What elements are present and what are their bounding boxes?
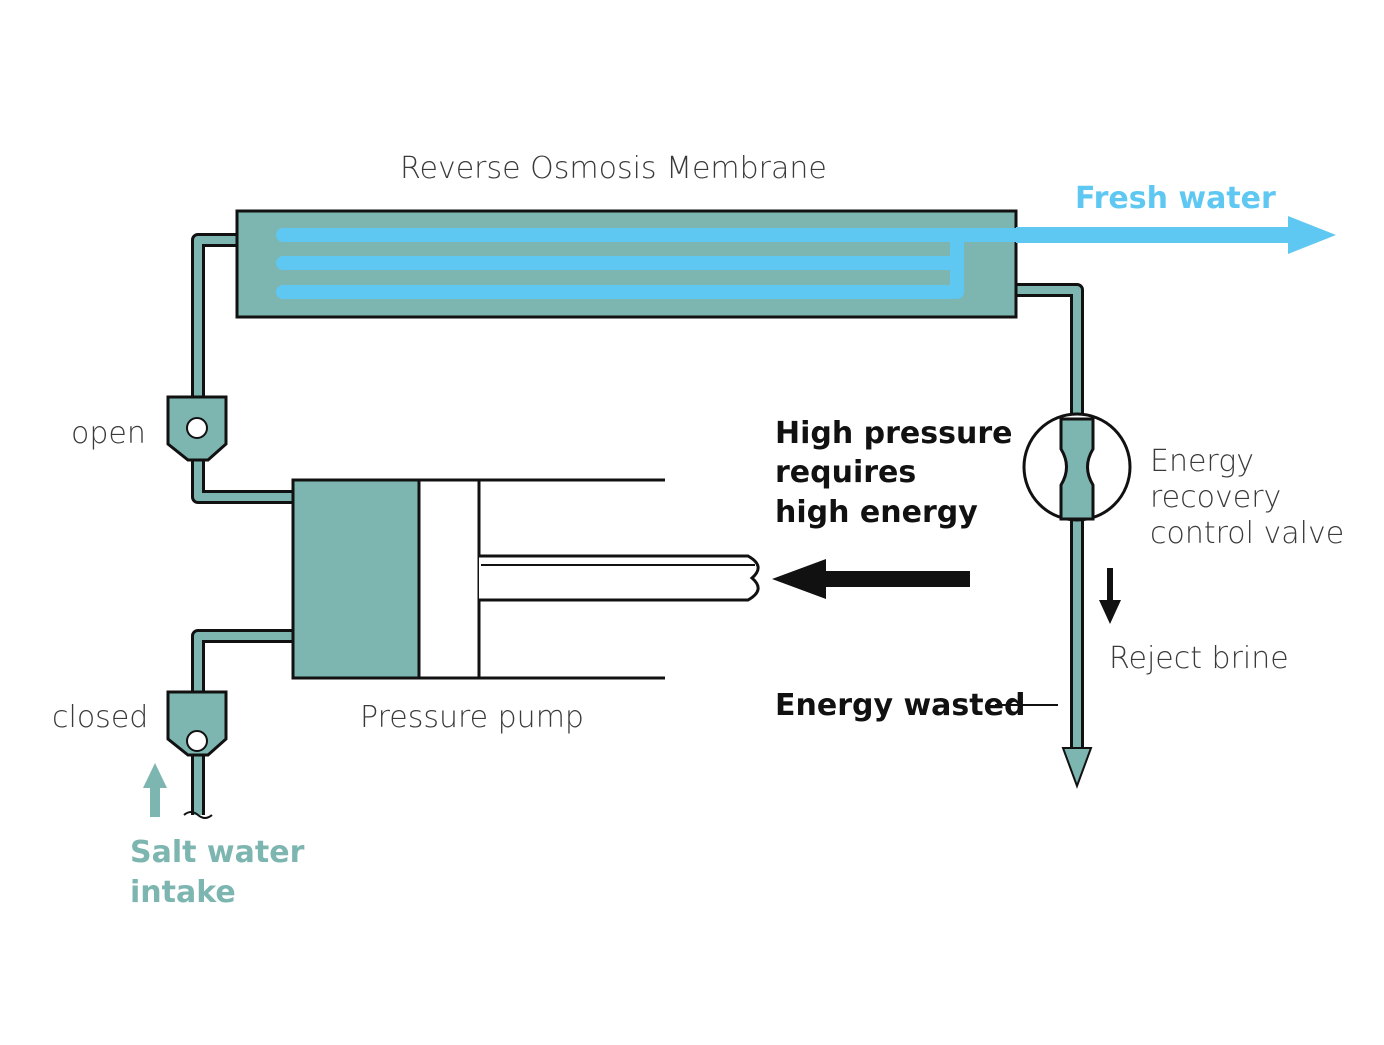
pressure-pump: [291, 478, 760, 680]
brine-outlet-arrowhead: [1061, 747, 1093, 789]
arrow-right-icon: [1016, 216, 1336, 254]
salt-water-label-line2: intake: [130, 875, 236, 910]
closed-label: closed: [52, 700, 148, 735]
valve-label-line3: control valve: [1150, 516, 1344, 551]
membrane-housing: [235, 209, 1023, 319]
salt-water-label-line1: Salt water: [130, 835, 305, 870]
pressure-pump-label: Pressure pump: [360, 700, 584, 735]
piston-rod: [479, 554, 760, 602]
reject-brine-label: Reject brine: [1109, 641, 1289, 676]
valve-label-line1: Energy: [1150, 444, 1254, 479]
open-label: open: [71, 416, 146, 451]
open-check-valve: [166, 395, 228, 462]
fresh-water-channels: [276, 228, 1023, 299]
arrow-down-icon: [1099, 568, 1121, 624]
high-pressure-label-line1: High pressure: [775, 416, 1013, 451]
high-pressure-label-line3: high energy: [775, 495, 978, 530]
membrane-label: Reverse Osmosis Membrane: [400, 151, 827, 186]
arrow-up-icon: [143, 763, 167, 817]
closed-check-valve: [166, 690, 228, 757]
energy-recovery-valve: [1022, 412, 1132, 522]
fresh-water-label: Fresh water: [1075, 181, 1276, 216]
arrow-left-icon: [772, 559, 970, 599]
high-pressure-label-line2: requires: [775, 455, 916, 490]
intake-pipe-end: [183, 811, 213, 819]
valve-label-line2: recovery: [1150, 480, 1281, 515]
energy-wasted-label: Energy wasted: [775, 688, 1025, 723]
